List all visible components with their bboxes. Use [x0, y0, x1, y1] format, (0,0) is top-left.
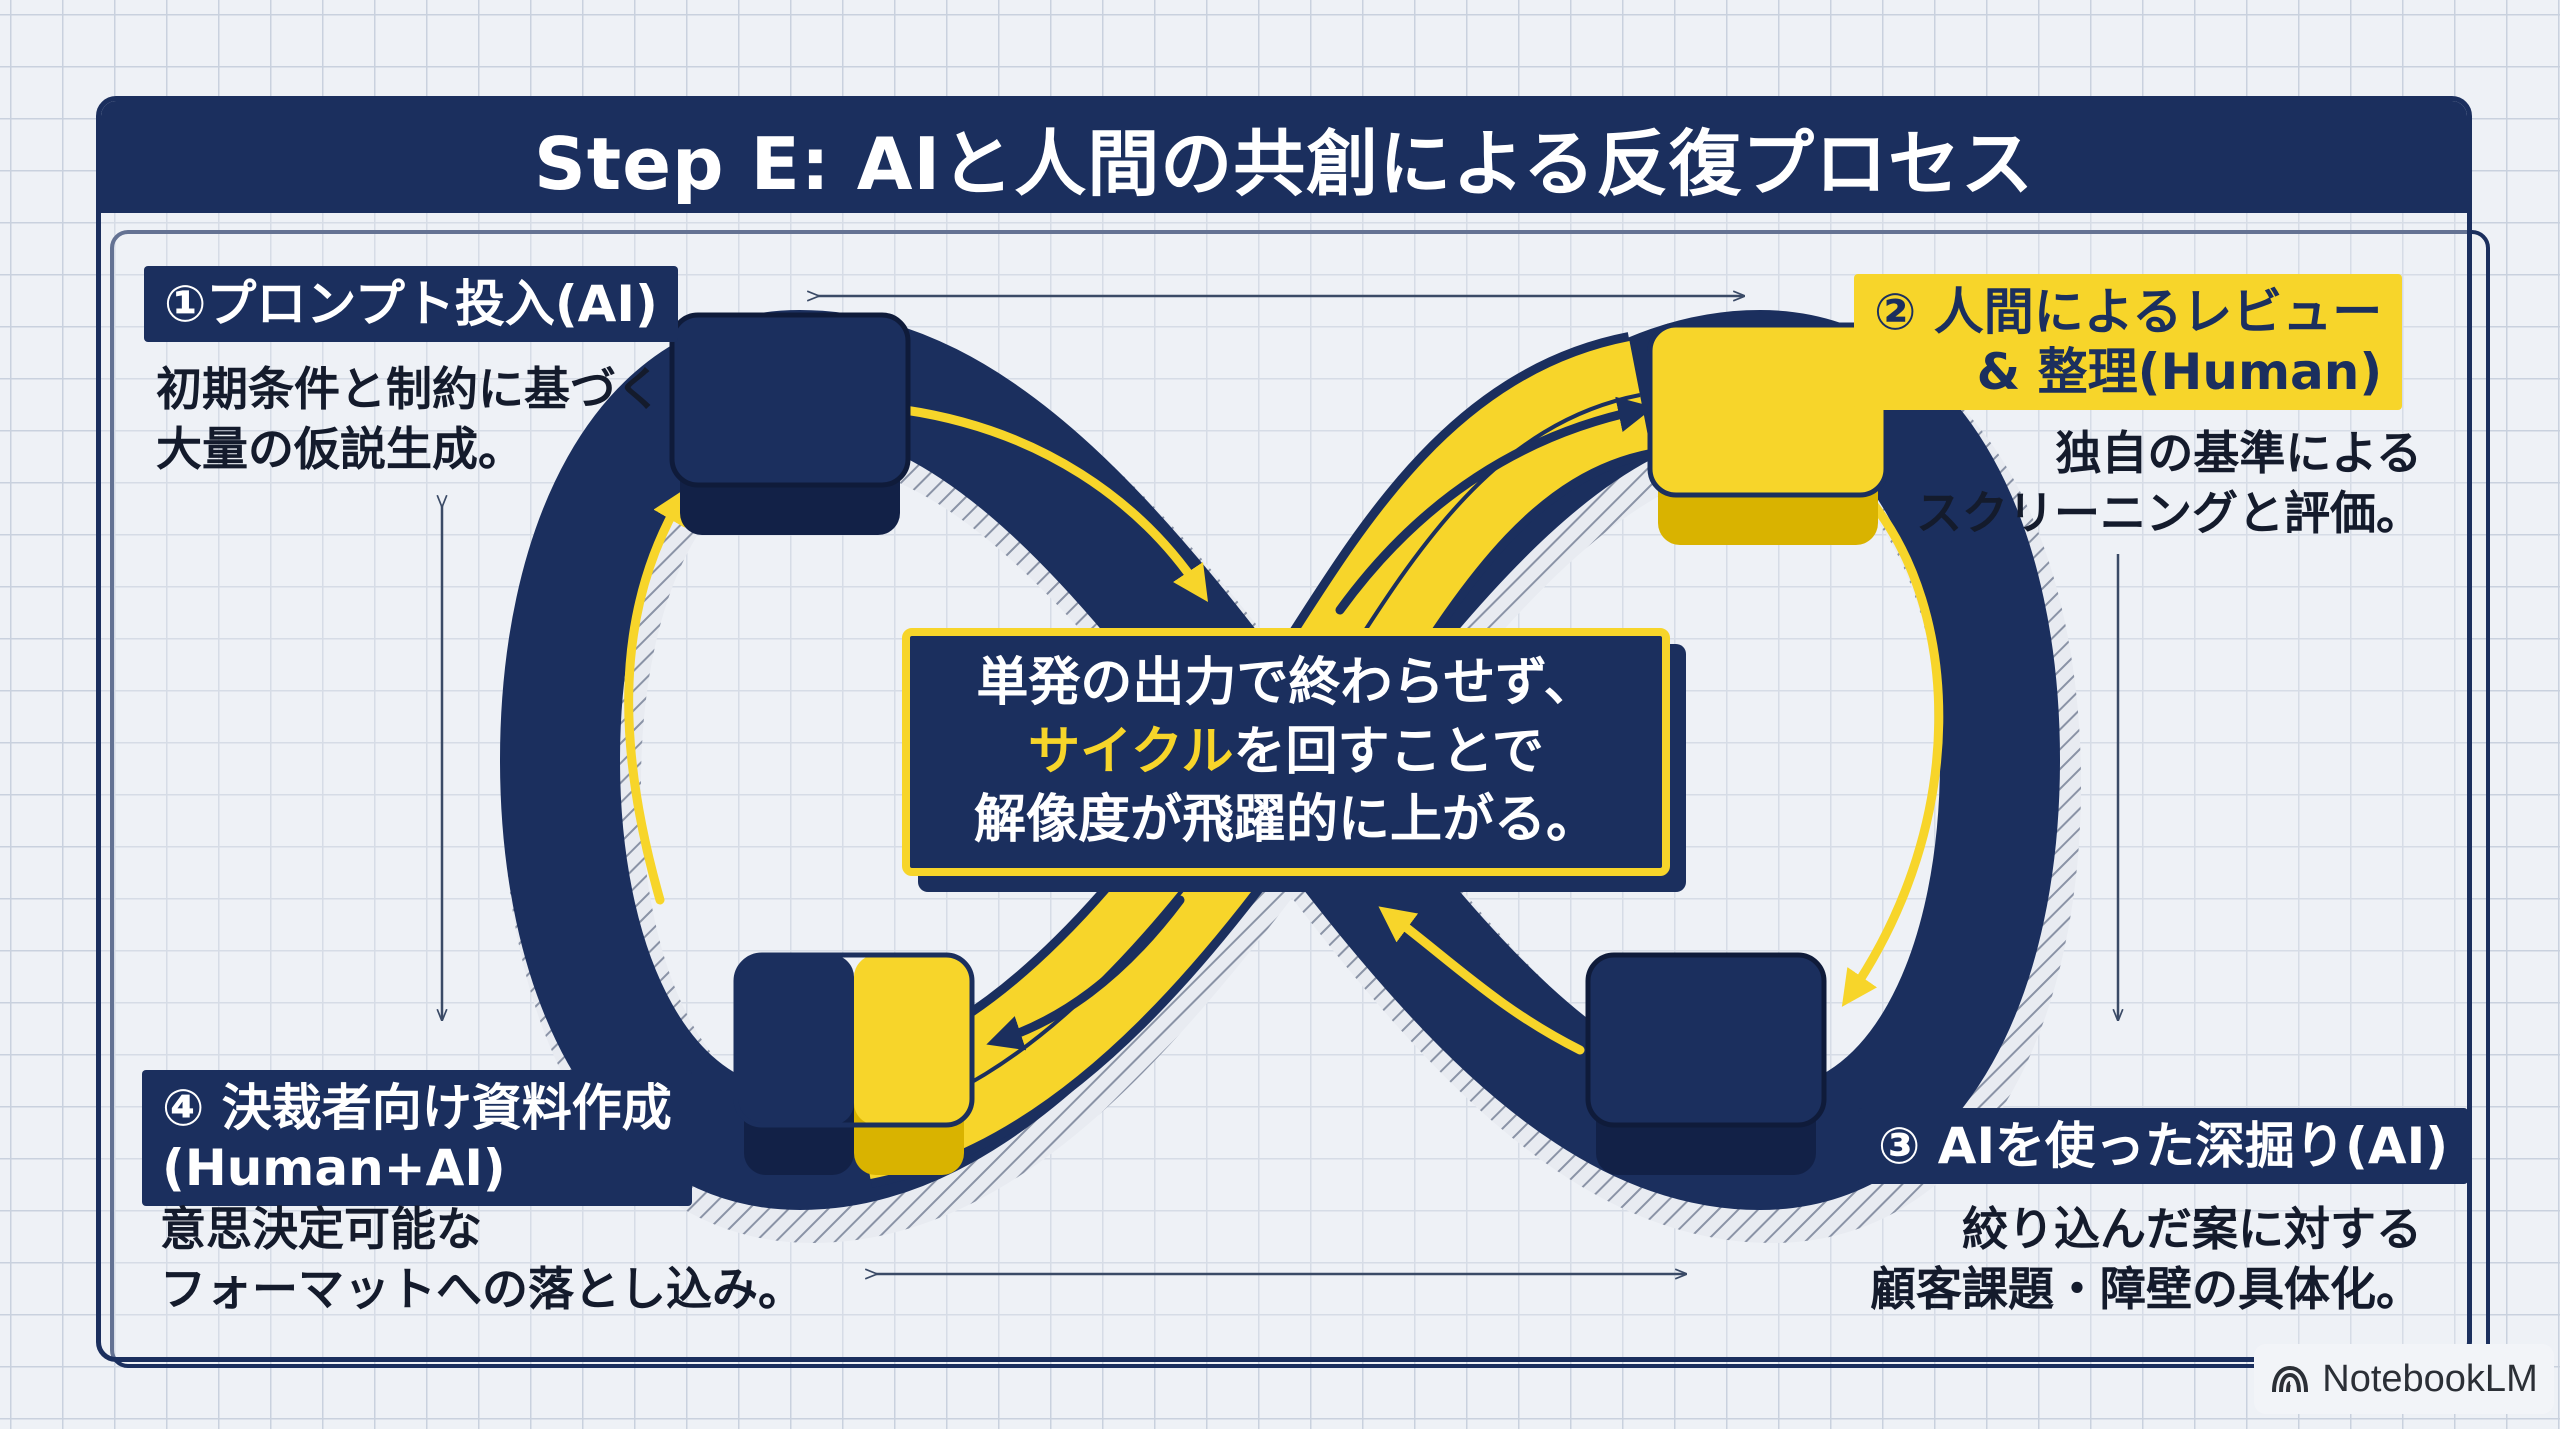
center-message-highlight: サイクル — [1028, 721, 1234, 782]
center-message-line-2: サイクルを回すことで — [1028, 718, 1544, 787]
node-2-human-cube — [1647, 322, 1889, 545]
step-4-label-line-1: ④ 決裁者向け資料作成 — [162, 1079, 672, 1137]
node-1-ai-cube — [669, 312, 911, 535]
node-3-ai-cube — [1585, 952, 1827, 1175]
step-2-label: ② 人間によるレビュー & 整理(Human) — [1854, 274, 2403, 410]
step-4-desc-line-2: フォーマットへの落とし込み。 — [160, 1261, 804, 1316]
step-2-label-line-2: & 整理(Human) — [1976, 343, 2383, 401]
step-4-label: ④ 決裁者向け資料作成 (Human+AI) — [142, 1070, 692, 1206]
center-message-line-1: 単発の出力で終わらせず、 — [976, 653, 1596, 714]
step-1-label: ①プロンプト投入(AI) — [144, 266, 678, 342]
step-2-desc-line-1: 独自の基準による — [2055, 426, 2422, 480]
notebooklm-logo-icon — [2272, 1365, 2309, 1393]
center-message-box: 単発の出力で終わらせず、 サイクルを回すことで 解像度が飛躍的に上がる。 — [902, 628, 1670, 876]
step-4-desc-line-1: 意思決定可能な — [160, 1202, 482, 1256]
title-bar: Step E: AIと人間の共創による反復プロセス — [101, 101, 2467, 213]
step-3-label: ③ AIを使った深掘り(AI) — [1858, 1108, 2469, 1184]
notebooklm-badge[interactable]: NotebookLM — [2254, 1344, 2554, 1414]
step-3-desc-line-2: 顧客課題・障壁の具体化。 — [1870, 1261, 2422, 1316]
step-1-label-line-1: ①プロンプト投入(AI) — [164, 275, 658, 333]
step-3-desc-line-1: 絞り込んだ案に対する — [1962, 1202, 2422, 1256]
step-4-description: 意思決定可能な フォーマットへの落とし込み。 — [160, 1200, 804, 1320]
node-4-hybrid-cube — [733, 952, 975, 1175]
center-message-line-3: 解像度が飛躍的に上がる。 — [973, 790, 1598, 851]
step-1-description: 初期条件と制約に基づく 大量の仮説生成。 — [156, 360, 662, 480]
dimension-lines — [442, 296, 2118, 1274]
notebooklm-badge-text: NotebookLM — [2322, 1357, 2538, 1400]
step-2-description: 独自の基準による スクリーニングと評価。 — [1916, 424, 2422, 544]
step-3-label-line-1: ③ AIを使った深掘り(AI) — [1878, 1117, 2449, 1175]
step-3-description: 絞り込んだ案に対する 顧客課題・障壁の具体化。 — [1870, 1200, 2422, 1320]
page-title: Step E: AIと人間の共創による反復プロセス — [533, 121, 2035, 206]
step-4-label-line-2: (Human+AI) — [162, 1139, 506, 1197]
step-2-desc-line-2: スクリーニングと評価。 — [1916, 485, 2422, 540]
center-message-line-2-rest: を回すことで — [1233, 721, 1544, 782]
frame-shadow — [110, 230, 2490, 1368]
flow-arrows — [624, 396, 1944, 1055]
step-1-desc-line-1: 初期条件と制約に基づく — [156, 362, 662, 416]
step-2-label-line-1: ② 人間によるレビュー — [1874, 283, 2383, 341]
step-1-desc-line-2: 大量の仮説生成。 — [156, 421, 524, 476]
